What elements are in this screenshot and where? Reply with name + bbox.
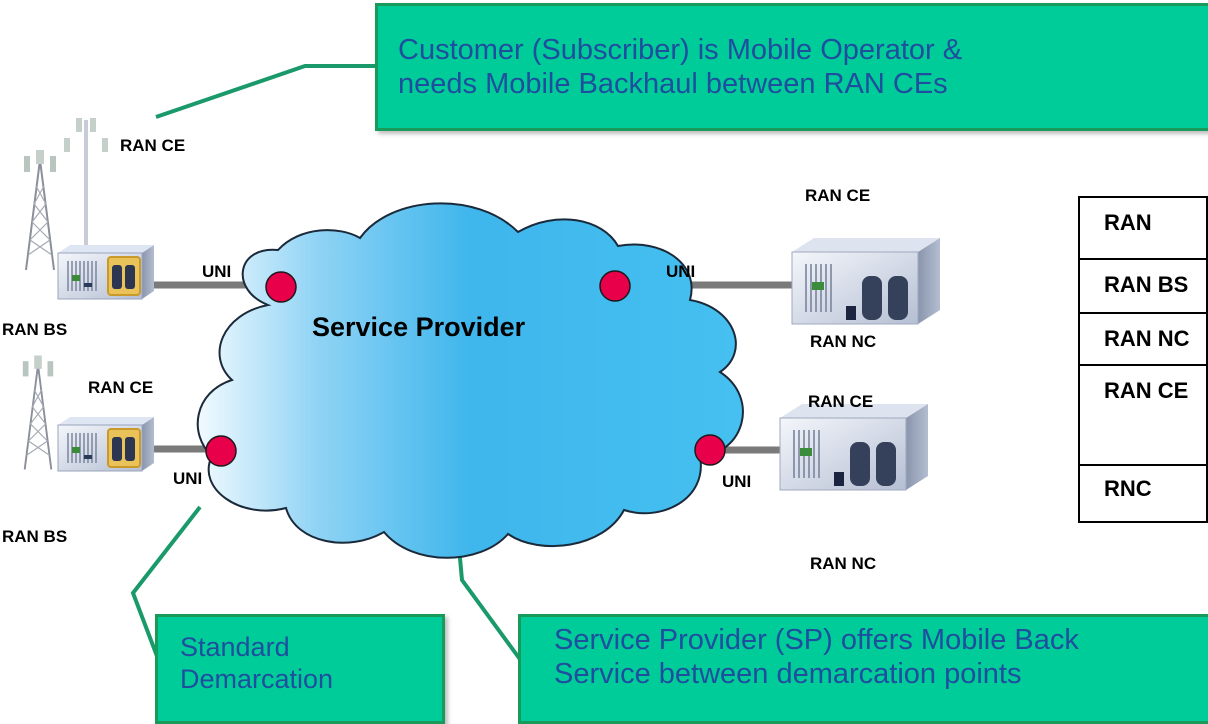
uni-point-bottom-left[interactable]	[205, 435, 237, 467]
ran-bs-top-left-label: RAN BS	[2, 320, 68, 339]
uni-top-right-label: UNI	[666, 262, 696, 281]
customer-callout-line1: Customer (Subscriber) is Mobile Operator…	[398, 34, 963, 66]
customer-callout-line2: needs Mobile Backhaul between RAN CEs	[398, 68, 948, 101]
ran-ce-bottom-right-label: RAN CE	[808, 392, 874, 411]
ran-bs-bottom-left-icon	[57, 416, 155, 472]
ran-ce-bottom-left-label: RAN CE	[88, 378, 154, 397]
customer-callout-connector	[155, 64, 378, 119]
legend-row: RAN	[1078, 196, 1208, 260]
ran-nc-bottom-right-icon	[779, 403, 929, 491]
tower-top-left-icon	[23, 118, 108, 271]
tower-bottom-left-icon	[21, 354, 55, 471]
sp-callout-line2: Service between demarcation points	[554, 658, 1022, 691]
demarcation-callout-line1: Standard	[180, 632, 290, 662]
ran-ce-top-right-label: RAN CE	[805, 186, 871, 205]
legend-row: RAN NC	[1078, 312, 1208, 366]
legend-table: RAN RAN BS RAN NC RAN CE RNC	[1078, 196, 1208, 523]
legend-row: RNC	[1078, 464, 1208, 523]
uni-point-bottom-right[interactable]	[694, 434, 726, 466]
uni-point-top-right[interactable]	[599, 270, 631, 302]
uni-bottom-right-label: UNI	[722, 472, 752, 491]
ran-bs-top-left-icon	[57, 244, 155, 300]
ran-ce-top-left-label: RAN CE	[120, 136, 186, 155]
ran-bs-bottom-left-label: RAN BS	[2, 527, 68, 546]
uni-point-top-left[interactable]	[265, 271, 297, 303]
sp-callout-line1: Service Provider (SP) offers Mobile Back	[554, 624, 1079, 656]
service-provider-label: Service Provider	[312, 312, 526, 342]
legend-row: RAN CE	[1078, 364, 1208, 466]
ran-nc-bottom-right-label: RAN NC	[810, 554, 877, 573]
legend-row: RAN BS	[1078, 258, 1208, 314]
customer-callout: Customer (Subscriber) is Mobile Operator…	[375, 3, 1208, 131]
ran-nc-top-right-label: RAN NC	[810, 332, 877, 351]
uni-bottom-left-label: UNI	[173, 469, 203, 488]
uni-top-left-label: UNI	[202, 262, 232, 281]
demarcation-callout-connector	[130, 505, 202, 665]
service-provider-cloud	[196, 202, 744, 559]
ran-nc-top-right-icon	[791, 237, 941, 325]
sp-callout: Service Provider (SP) offers Mobile Back…	[518, 614, 1208, 724]
demarcation-callout-line2: Demarcation	[180, 663, 334, 694]
demarcation-callout: Standard Demarcation	[155, 614, 445, 724]
